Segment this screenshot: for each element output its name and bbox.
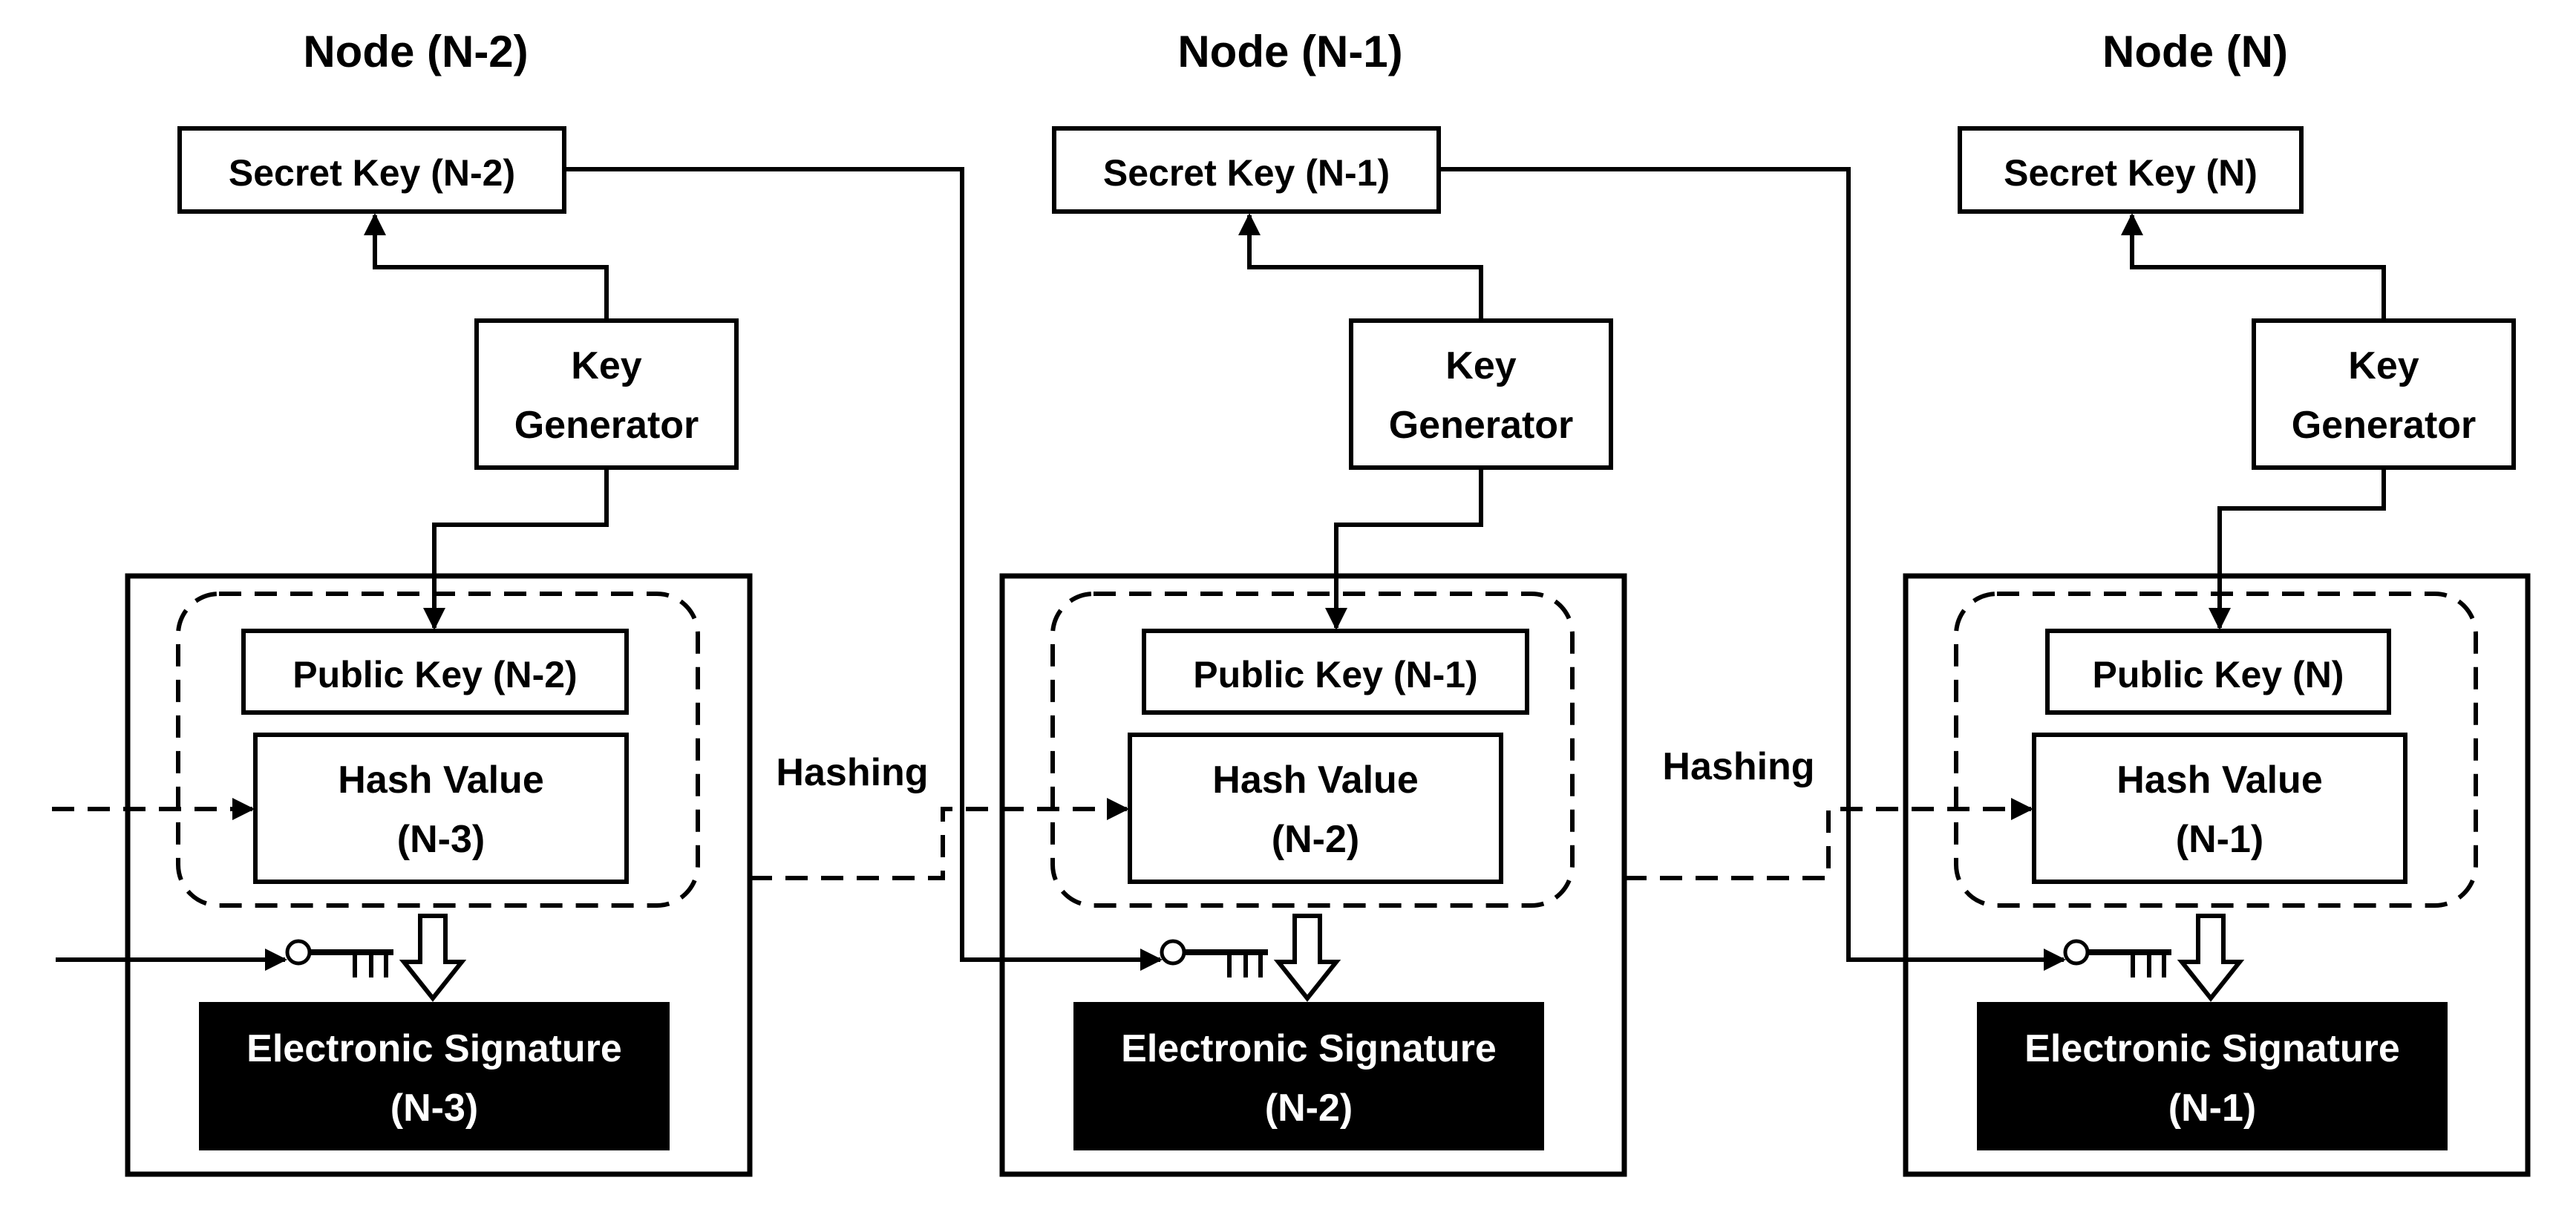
electronic-signature-box: [1073, 1002, 1544, 1150]
hashing-label: Hashing: [1662, 745, 1814, 788]
hashed-block-dashed-region: [1954, 592, 2478, 908]
electronic-signature-label-line2: (N-3): [390, 1087, 478, 1130]
public-key-box: [2045, 629, 2391, 715]
key-generator-label-line1: Key: [571, 344, 641, 387]
key-generator-box: [474, 318, 739, 470]
secret-key-label: Secret Key (N-2): [229, 152, 515, 194]
key-generator-box: [2252, 318, 2516, 470]
public-key-box: [1142, 629, 1529, 715]
hash-value-label-line1: Hash Value: [338, 759, 543, 802]
keygen-to-public-arrow: [2209, 468, 2386, 630]
hash-value-box: [1128, 733, 1503, 884]
node-frame: [999, 573, 1627, 1177]
secret-key-label: Secret Key (N-1): [1103, 152, 1390, 194]
node-n-1: Node (N-1) Secret Key (N-1) Key Generato…: [999, 27, 1627, 1177]
keygen-to-public-arrow: [423, 468, 609, 630]
key-generator-label-line2: Generator: [514, 404, 699, 447]
hollow-down-arrow-icon: [399, 914, 467, 1002]
key-generator-label-line1: Key: [1445, 344, 1516, 387]
public-key-box: [241, 629, 629, 715]
hashed-block-dashed-region: [1050, 592, 1575, 908]
node-frame: [1903, 573, 2531, 1177]
hash-value-box: [253, 733, 629, 884]
public-key-label: Public Key (N-1): [1193, 654, 1477, 695]
node-title: Node (N): [2102, 27, 2288, 76]
hash-value-label-line2: (N-3): [397, 818, 485, 861]
secret-key-box: [177, 126, 566, 214]
key-generator-label-line2: Generator: [1389, 404, 1574, 447]
public-key-label: Public Key (N-2): [292, 654, 577, 695]
node-frame: [125, 573, 753, 1177]
hashing-label: Hashing: [776, 751, 928, 794]
hash-value-label-line2: (N-1): [2176, 818, 2263, 861]
electronic-signature-label-line2: (N-2): [1265, 1087, 1353, 1130]
node-n: Node (N) Secret Key (N) Key Generator Pu…: [1903, 27, 2531, 1177]
hollow-down-arrow-icon: [1273, 914, 1341, 1002]
hashing-dashed-link: [1624, 798, 2033, 880]
public-key-label: Public Key (N): [2093, 654, 2344, 695]
hollow-down-arrow-icon: [2177, 914, 2245, 1002]
electronic-signature-box: [199, 1002, 670, 1150]
keygen-to-secret-arrow: [1238, 213, 1483, 321]
keygen-to-public-arrow: [1325, 468, 1483, 630]
electronic-signature-label-line1: Electronic Signature: [1121, 1027, 1497, 1070]
node-n-2: Node (N-2) Secret Key (N-2) Key Generato…: [125, 27, 753, 1177]
node-title: Node (N-1): [1177, 27, 1402, 76]
key-generator-label-line1: Key: [2348, 344, 2419, 387]
key-icon: [1160, 939, 1268, 977]
secret-key-link-line: [564, 167, 1163, 971]
hash-value-label-line1: Hash Value: [2116, 759, 2322, 802]
keygen-to-secret-arrow: [2121, 213, 2386, 321]
secret-key-label: Secret Key (N): [2004, 152, 2258, 194]
secret-key-link-line: [1439, 167, 2066, 971]
hash-value-label-line1: Hash Value: [1212, 759, 1418, 802]
hash-value-label-line2: (N-2): [1272, 818, 1359, 861]
node-title: Node (N-2): [303, 27, 528, 76]
key-generator-label-line2: Generator: [2292, 404, 2477, 447]
electronic-signature-label-line1: Electronic Signature: [2024, 1027, 2400, 1070]
hashing-dashed-link: [750, 798, 1129, 880]
hash-value-box: [2032, 733, 2407, 884]
keygen-to-secret-arrow: [364, 213, 609, 321]
hashed-block-dashed-region: [176, 592, 700, 908]
electronic-signature-label-line2: (N-1): [2168, 1087, 2256, 1130]
electronic-signature-label-line1: Electronic Signature: [246, 1027, 622, 1070]
electronic-signature-box: [1977, 1002, 2448, 1150]
key-icon: [2063, 939, 2171, 977]
secret-key-box: [1958, 126, 2304, 214]
key-icon: [285, 939, 393, 977]
